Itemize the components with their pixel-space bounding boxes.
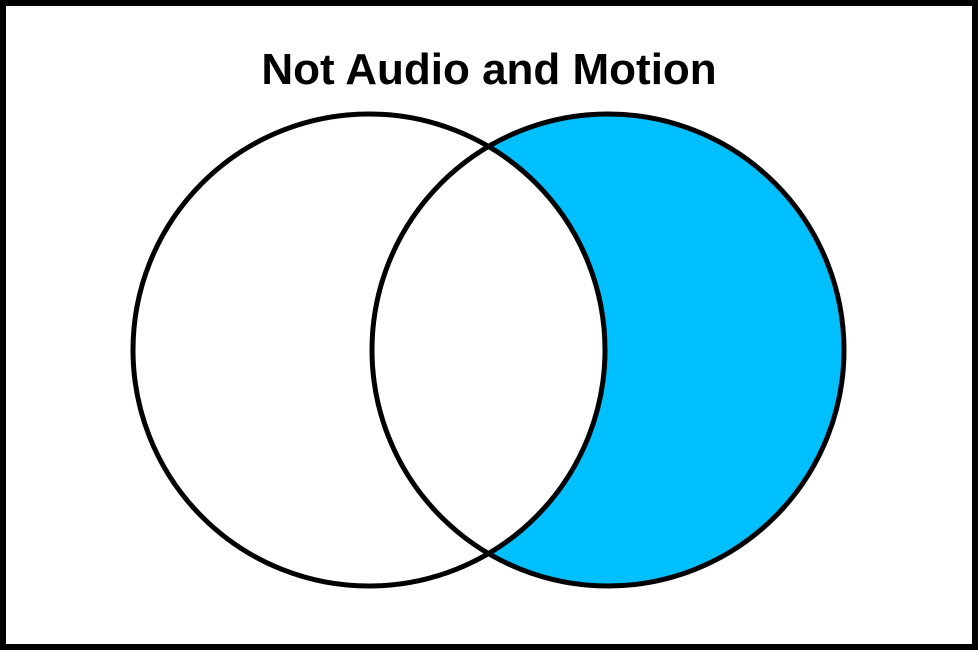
circle-audio xyxy=(130,111,608,589)
diagram-title: Not Audio and Motion xyxy=(261,45,717,94)
circle-motion xyxy=(369,111,847,589)
